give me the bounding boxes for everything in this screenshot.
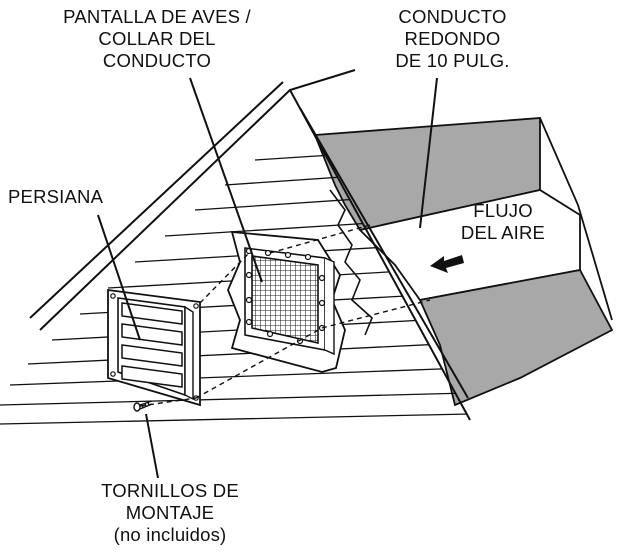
label-line: DE 10 PULG. (395, 50, 510, 71)
label-line: PERSIANA (8, 186, 104, 207)
gable-roof (29, 69, 471, 421)
label-mounting-screws: TORNILLOS DE MONTAJE (no incluidos) (75, 480, 265, 546)
leader-lines (97, 77, 438, 479)
label-line: REDONDO (404, 28, 501, 49)
label-line: PANTALLA DE AVES / (63, 6, 251, 27)
label-line: COLLAR DEL (98, 28, 216, 49)
label-bird-screen-collar: PANTALLA DE AVES / COLLAR DEL CONDUCTO (22, 6, 292, 72)
label-line: (no incluidos) (113, 524, 227, 545)
attic-interior (313, 117, 614, 407)
screw-icon (133, 400, 153, 412)
wall-opening-edge (329, 189, 373, 336)
label-round-duct: CONDUCTO REDONDO DE 10 PULG. (365, 6, 540, 72)
label-line: CONDUCTO (398, 6, 507, 27)
bird-screen-collar (227, 230, 346, 373)
label-line: CONDUCTO (102, 50, 212, 71)
label-line: DEL AIRE (460, 222, 546, 243)
label-line: MONTAJE (125, 502, 215, 523)
siding-lines (0, 147, 470, 425)
label-louver: PERSIANA (8, 186, 158, 208)
label-airflow: FLUJO DEL AIRE (448, 200, 558, 244)
label-line: FLUJO (473, 200, 533, 221)
louver-shutter (107, 288, 201, 407)
airflow-arrow-icon (430, 255, 464, 273)
label-line: TORNILLOS DE (101, 480, 239, 501)
